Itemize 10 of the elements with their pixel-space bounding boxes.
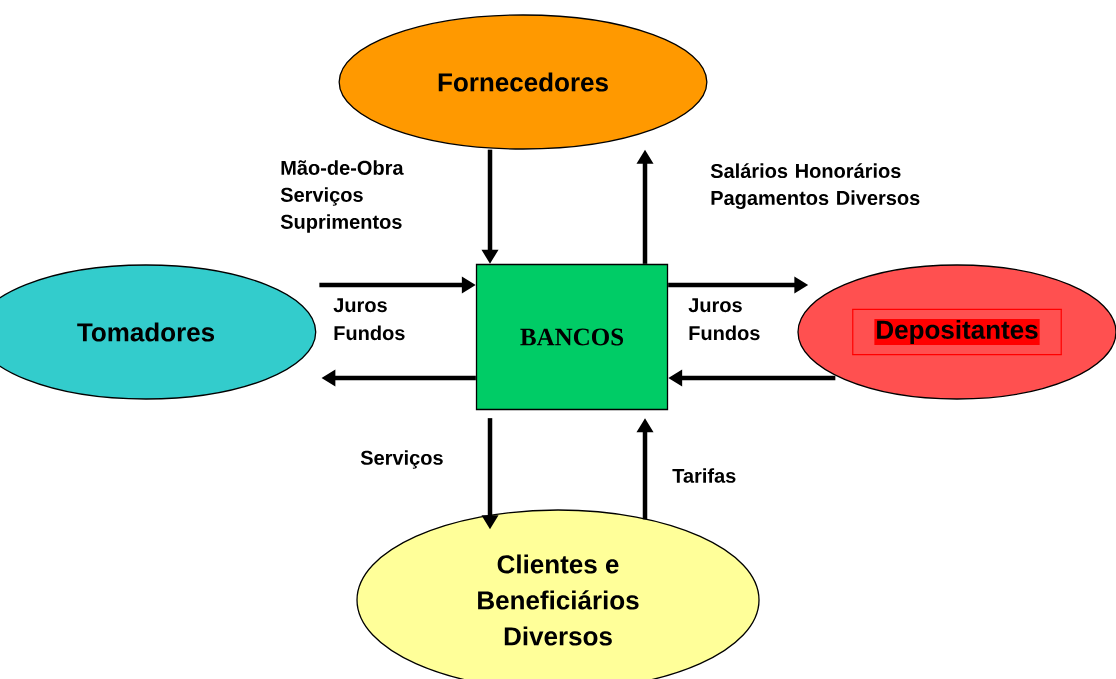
edge-label: Salários Honorários Pagamentos Diversos <box>710 163 920 210</box>
edge-label: Mão-de-Obra Serviços Suprimentos <box>280 160 404 233</box>
ellipse-node: Fornecedores <box>338 14 708 150</box>
flow-label: Juros Fundos <box>688 298 760 341</box>
process-box: BANCOS <box>475 263 669 411</box>
edge-label: Serviços <box>360 450 443 469</box>
ellipse-node: Clientes e Beneficiários Diversos <box>356 509 760 679</box>
edge-label: Tarifas <box>672 468 736 483</box>
flow-label: Juros Fundos <box>333 298 405 341</box>
ellipse-node: Depositantes <box>797 264 1116 400</box>
